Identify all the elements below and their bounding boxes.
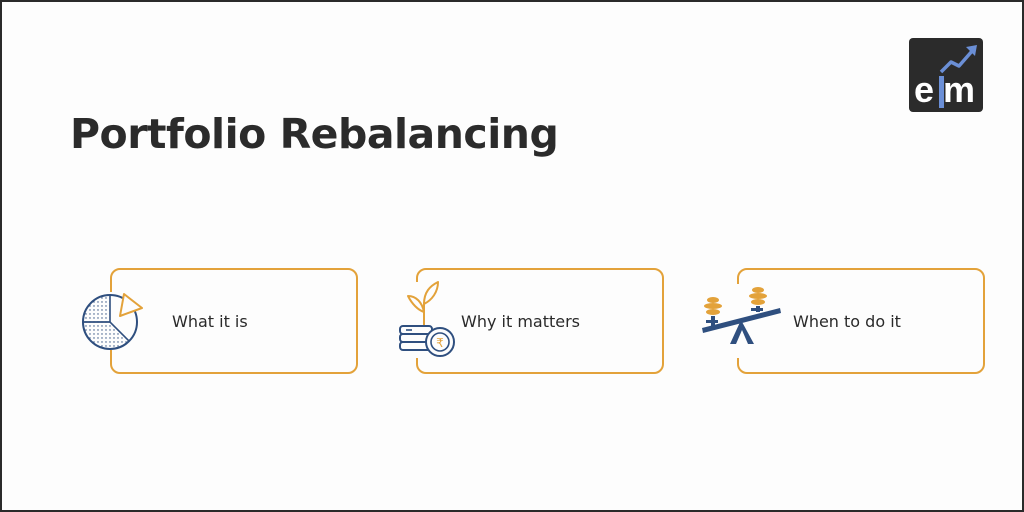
card-label: What it is	[172, 312, 248, 331]
money-plant-coins-icon: ₹	[399, 281, 455, 357]
logo-divider-bar	[939, 76, 944, 108]
card-why-it-matters[interactable]: Why it matters	[414, 268, 664, 374]
card-what-it-is[interactable]: What it is	[108, 268, 358, 374]
logo-letter-m: m	[943, 69, 975, 110]
page-title: Portfolio Rebalancing	[70, 110, 559, 158]
card-label: When to do it	[793, 312, 901, 331]
seesaw-balance-icon	[702, 287, 781, 344]
trend-arrow-icon	[939, 45, 977, 74]
pie-chart-icon	[82, 293, 143, 350]
logo-letter-e: e	[914, 69, 934, 110]
card-border-gap	[414, 282, 422, 358]
svg-text:₹: ₹	[436, 336, 444, 350]
card-label: Why it matters	[461, 312, 581, 331]
card-border-gap	[108, 292, 116, 350]
